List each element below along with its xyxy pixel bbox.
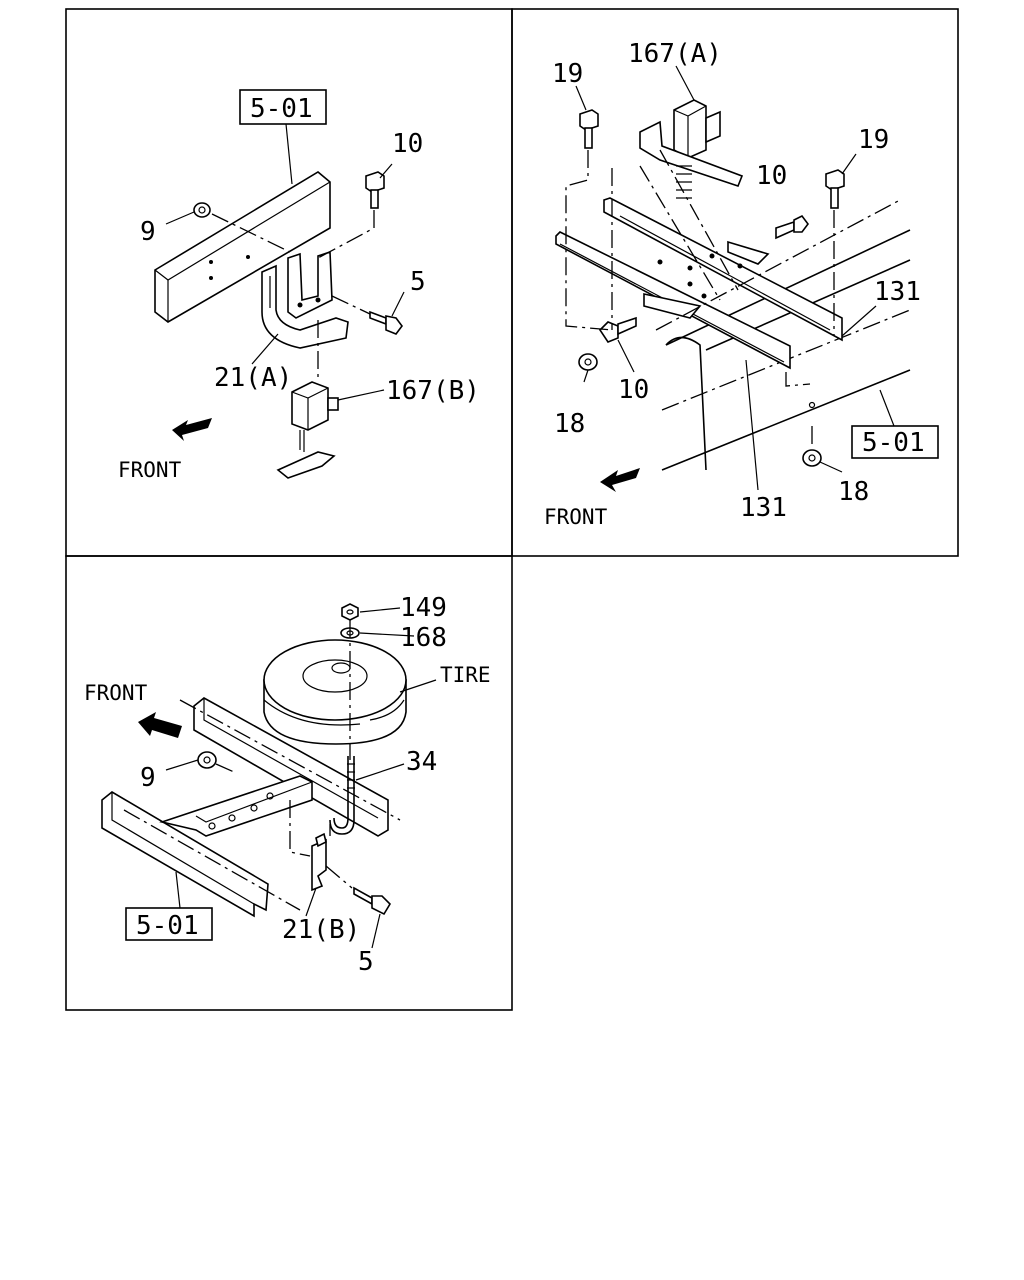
guide-line [325, 865, 353, 889]
part-label-21b: 21(B) [282, 915, 360, 945]
crossmember-131 [555, 197, 843, 370]
leader-line [355, 763, 405, 781]
part-label-21a: 21(A) [214, 363, 292, 393]
panel-top-left: 5-01 10 9 5 21(A) 167(B) FRONT [118, 89, 480, 482]
guide-line [289, 800, 311, 857]
leader-line [583, 369, 589, 383]
ref-box [239, 89, 327, 125]
part-label-34: 34 [406, 747, 437, 777]
panel-bottom-left-frame [65, 555, 513, 1011]
leader-line [359, 607, 401, 613]
bolt-10-icon [365, 171, 385, 209]
leader-line [819, 461, 843, 473]
front-arrow-icon [172, 418, 212, 441]
leader-line [359, 632, 415, 637]
bolt-5-icon [369, 310, 403, 335]
nut-18-icon [578, 353, 598, 371]
leader-line [841, 305, 877, 337]
leader-line [371, 913, 381, 949]
part-label-149: 149 [400, 593, 447, 623]
ref-label: 5-01 [250, 94, 313, 124]
front-label: FRONT [84, 681, 148, 705]
part-label-19: 19 [552, 59, 583, 89]
leader-line [379, 163, 393, 179]
ref-label: 5-01 [862, 428, 925, 458]
bolt-19-icon [579, 109, 599, 149]
part-label-167a: 167(A) [628, 39, 722, 69]
panel-top-right-frame [511, 8, 959, 557]
leader-line [337, 389, 385, 401]
front-label: FRONT [544, 505, 608, 529]
front-label: FRONT [118, 458, 182, 482]
part-label-131: 131 [740, 493, 787, 523]
spare-tire-icon [263, 639, 407, 745]
leader-line [399, 679, 437, 693]
part-label-5: 5 [358, 947, 374, 977]
leader-line [745, 359, 759, 491]
tire-label: TIRE [440, 663, 491, 687]
part-label-18: 18 [554, 409, 585, 439]
part-label-19: 19 [858, 125, 889, 155]
ref-box [851, 425, 939, 459]
leader-line [675, 65, 695, 101]
leader-line [305, 887, 317, 917]
bracket-167a [639, 99, 744, 199]
part-label-5: 5 [410, 267, 426, 297]
panel-frames [65, 8, 959, 1011]
part-label-18: 18 [838, 477, 869, 507]
ref-box [125, 907, 213, 941]
crossmember [159, 775, 313, 837]
guide-line [655, 199, 901, 331]
part-label-9: 9 [140, 763, 156, 793]
part-label-131: 131 [874, 277, 921, 307]
leader-line [251, 333, 279, 365]
guide-line [785, 372, 811, 387]
leader-line [879, 389, 895, 427]
nut-18-icon [802, 449, 822, 467]
part-label-10: 10 [756, 161, 787, 191]
part-label-168: 168 [400, 623, 447, 653]
j-bolt-34-icon [329, 756, 355, 835]
panel-top-right: 167(A) 19 19 10 131 10 18 5-01 18 131 FR… [544, 39, 939, 529]
bracket-21a [261, 250, 349, 349]
nut-9-icon [197, 751, 217, 769]
bracket-21b [311, 832, 327, 892]
bolt-10-icon [775, 214, 809, 240]
guide-line [659, 149, 739, 291]
guide-line [211, 213, 291, 253]
bolt-19-icon [825, 169, 845, 209]
leader-line [175, 871, 181, 909]
leader-line [285, 123, 293, 185]
part-label-167b: 167(B) [386, 376, 480, 406]
nut-149-icon [341, 603, 359, 621]
bolt-10-icon [598, 316, 637, 343]
front-arrow-icon [138, 712, 182, 738]
leader-line [165, 211, 195, 225]
part-label-10: 10 [392, 129, 423, 159]
leader-line [575, 85, 587, 111]
guide-line [331, 295, 371, 315]
bolt-5-icon [353, 886, 392, 916]
frame-rail [101, 697, 401, 918]
frame-rail [154, 171, 331, 323]
part-label-9: 9 [140, 217, 156, 247]
part-label-10: 10 [618, 375, 649, 405]
front-arrow-icon [600, 468, 640, 492]
ref-label: 5-01 [136, 911, 199, 941]
guide-line [215, 763, 235, 773]
leader-line [165, 759, 199, 771]
guide-line [317, 210, 375, 259]
leader-line [841, 153, 857, 175]
leader-line [617, 339, 635, 373]
guide-line [639, 165, 721, 301]
nut-9-icon [193, 202, 211, 218]
leader-line [391, 291, 405, 317]
block-167b [276, 381, 339, 479]
panel-bottom-left: 149 168 TIRE FRONT 9 34 5-01 21(B) 5 [84, 593, 491, 977]
